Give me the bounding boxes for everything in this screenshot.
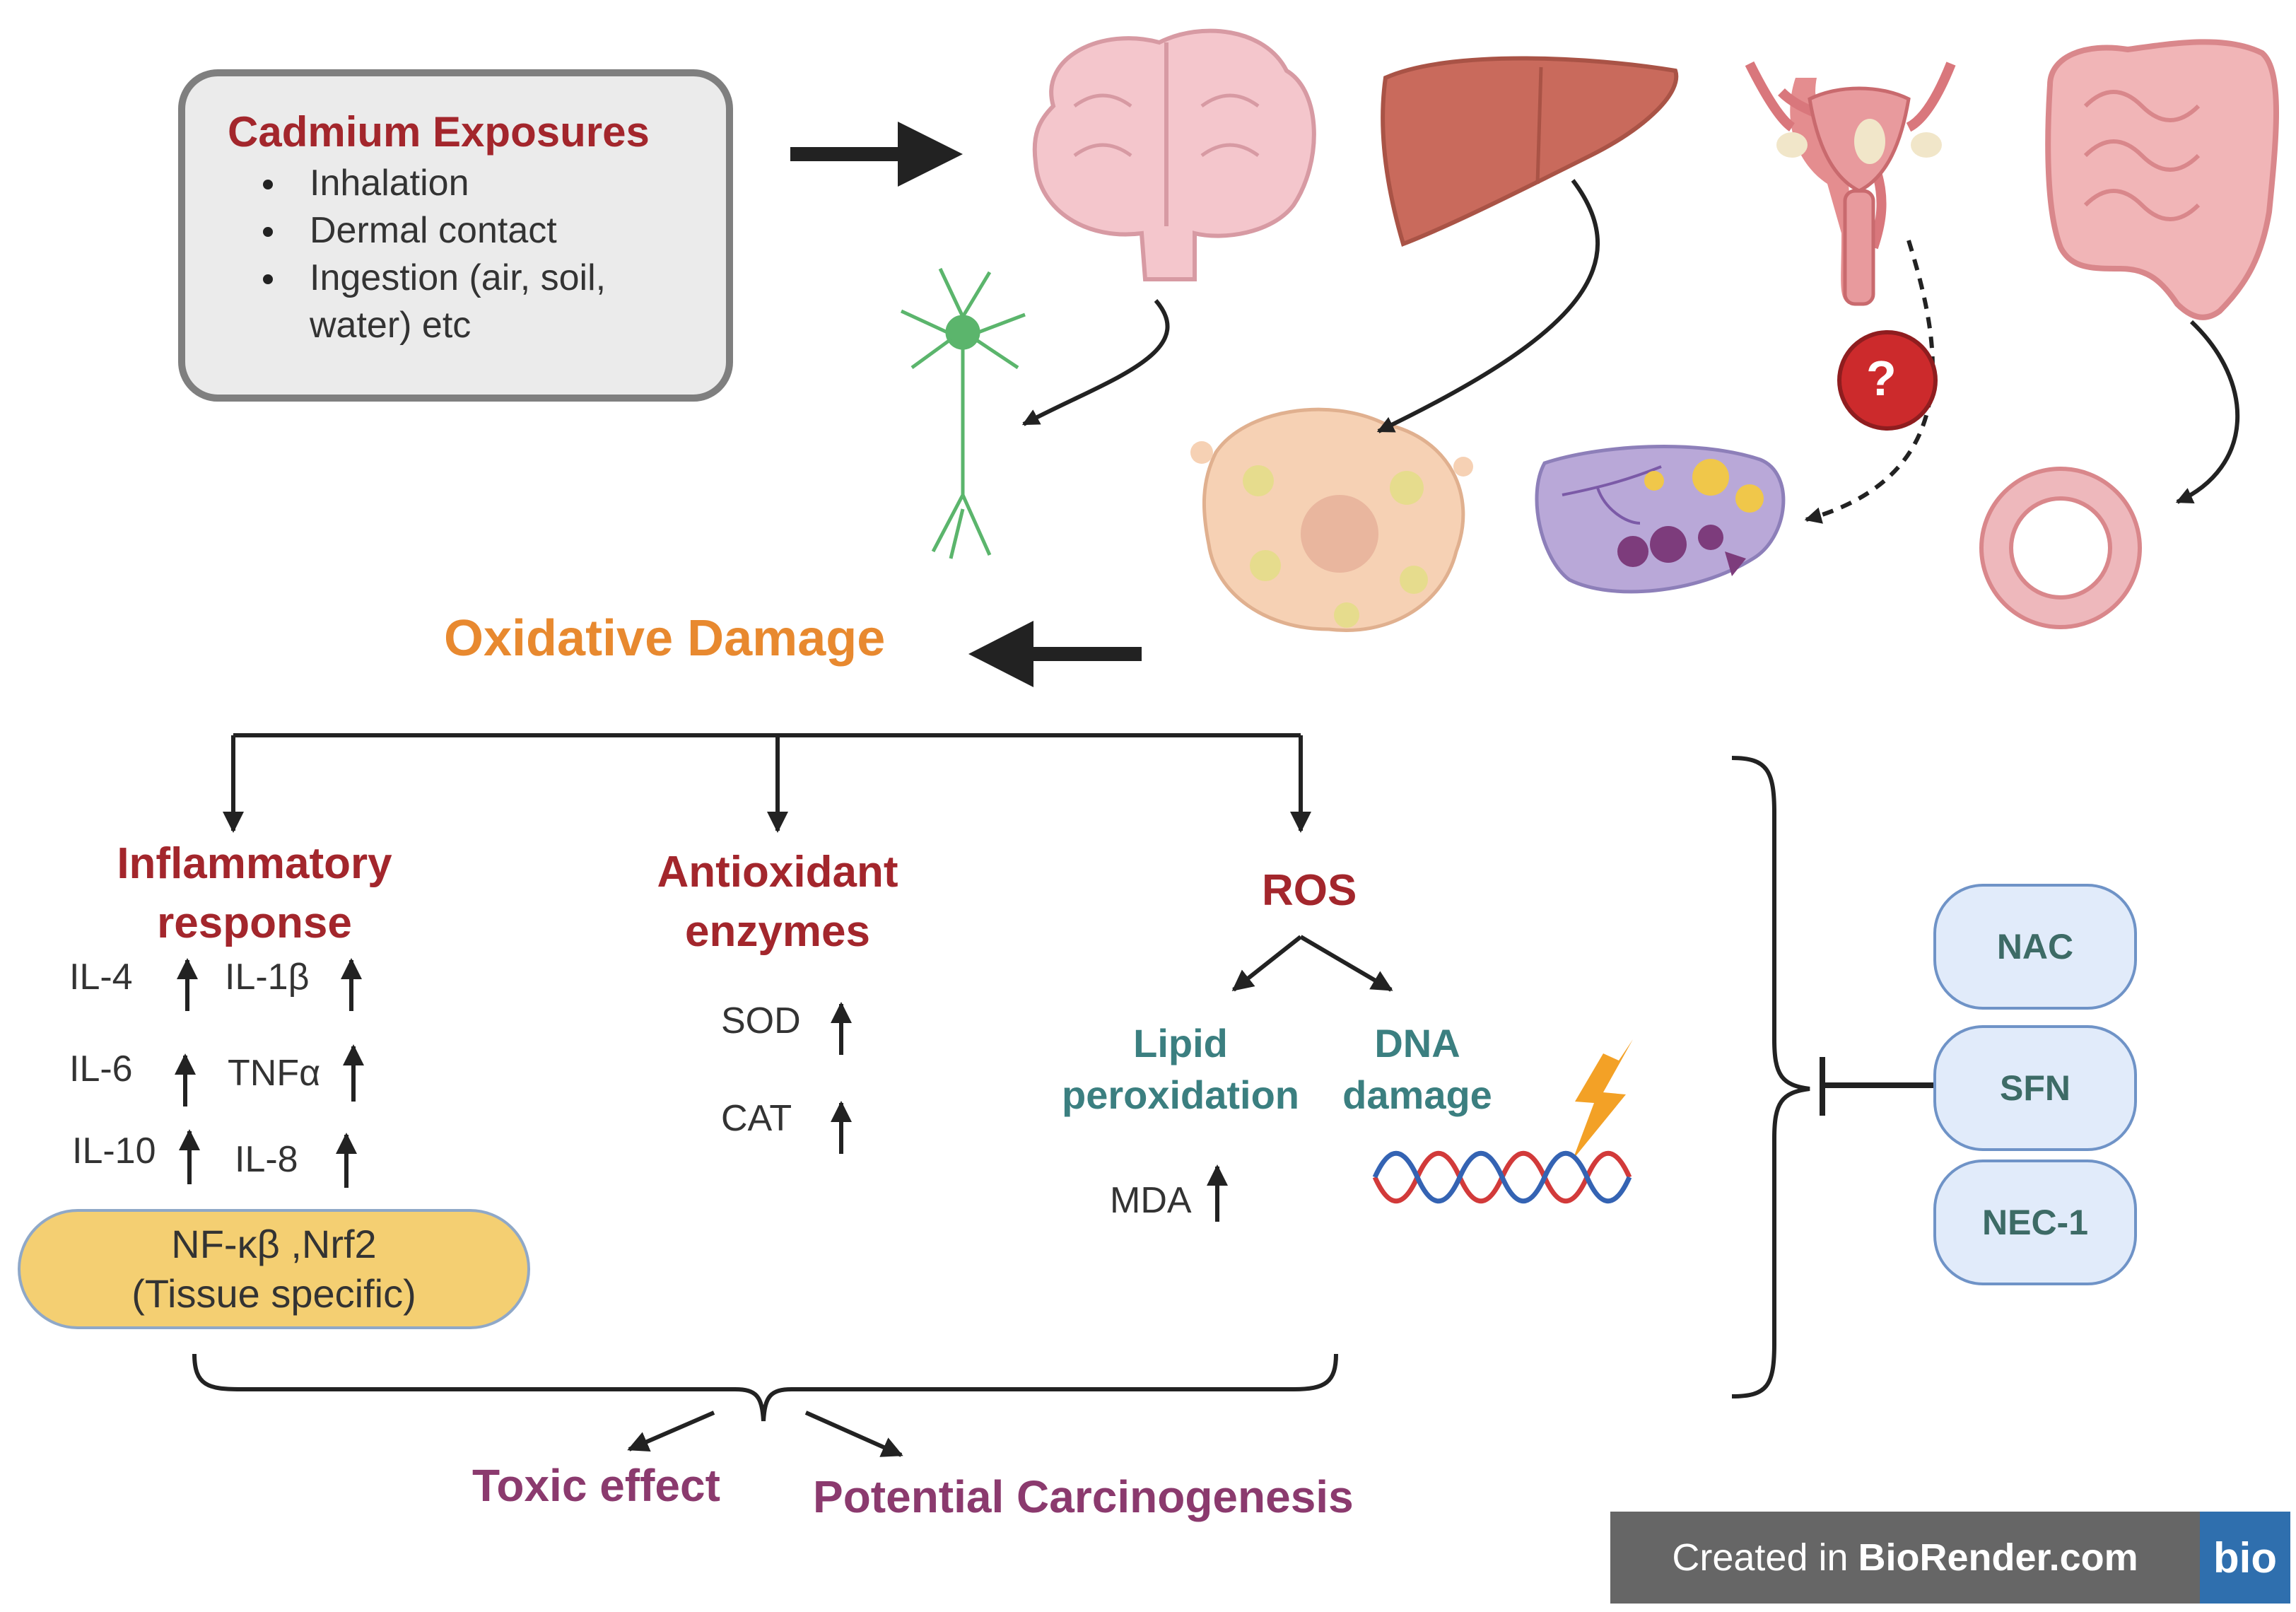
brace-to-carcinogenesis-arrow: [804, 1410, 903, 1457]
badge-prefix: Created in: [1672, 1536, 1849, 1579]
marker-mda: MDA: [1110, 1180, 1192, 1221]
marker-il1b: IL-1β: [225, 957, 310, 998]
oxidative-branch-lines: [223, 733, 1311, 833]
intestine-to-ring-arrow: [2175, 320, 2240, 504]
inhibition-line: [1820, 1057, 1935, 1116]
ros-title: ROS: [1262, 866, 1357, 915]
marker-il10: IL-10: [72, 1131, 156, 1172]
intestine-icon: [2045, 39, 2279, 320]
marker-sod: SOD: [721, 1000, 801, 1041]
marker-tnfa: TNFα: [228, 1053, 321, 1094]
nfkb-line2: (Tissue specific): [131, 1271, 416, 1316]
lipid-peroxidation-label: Lipid peroxidation: [1061, 1021, 1300, 1117]
exposure-to-organs-arrow: [790, 122, 963, 187]
biorender-badge[interactable]: Created in BioRender.com bio: [1610, 1512, 2290, 1604]
inhibitor-nac: NAC: [1933, 884, 2137, 1010]
antioxidant-title: Antioxidant enzymes: [657, 848, 898, 956]
badge-brand: BioRender.com: [1858, 1536, 2138, 1579]
route-dermal: Dermal contact: [249, 207, 705, 255]
badge-text: Created in BioRender.com: [1610, 1512, 2200, 1604]
exposure-title: Cadmium Exposures: [228, 108, 650, 156]
damaged-liver-cell-icon: [1190, 407, 1473, 632]
inflammatory-title: Inflammatory response: [117, 839, 392, 947]
brain-icon: [1032, 28, 1316, 281]
neuron-icon: [900, 267, 1026, 559]
liver-to-cell-arrow: [1376, 179, 1600, 433]
increase-arrows: [175, 958, 1228, 1222]
ros-to-lipid-arrow: [1231, 935, 1302, 992]
marker-il6: IL-6: [69, 1049, 133, 1090]
brace-to-toxic-arrow: [627, 1410, 715, 1452]
ovary-icon: [1535, 445, 1786, 594]
inhibitor-nec1: NEC-1: [1933, 1160, 2137, 1285]
marker-cat: CAT: [721, 1098, 792, 1139]
lightning-bolt-icon: [1573, 1039, 1633, 1160]
nfkb-pathway-box: NF-κβ ,Nrf2 (Tissue specific): [18, 1209, 530, 1329]
ros-to-dna-arrow: [1299, 935, 1393, 992]
inhibitor-brace: [1731, 756, 1810, 1398]
marker-il4: IL-4: [69, 957, 133, 998]
inhibitor-sfn: SFN: [1933, 1025, 2137, 1151]
brain-to-neuron-arrow: [1021, 299, 1170, 426]
exposure-routes: Inhalation Dermal contact Ingestion (air…: [249, 160, 705, 349]
carcinogenesis-label: Potential Carcinogenesis: [813, 1471, 1354, 1522]
oxidative-damage-label: Oxidative Damage: [444, 610, 886, 667]
intestinal-ring-icon: [1979, 467, 2142, 629]
outcomes-brace: [192, 1353, 1338, 1422]
dna-damage-label: DNA damage: [1342, 1021, 1492, 1117]
nfkb-line1: NF-κβ ,Nrf2: [171, 1222, 377, 1266]
question-mark-label: ?: [1866, 351, 1897, 406]
marker-il8: IL-8: [235, 1139, 298, 1180]
question-marker: [1837, 330, 1938, 431]
dna-helix-icon: [1372, 1151, 1632, 1203]
route-inhalation: Inhalation: [249, 160, 705, 207]
uterus-icon: [1745, 61, 1956, 306]
toxic-effect-label: Toxic effect: [472, 1460, 720, 1511]
liver-icon: [1381, 56, 1679, 247]
exposure-box: Cadmium Exposures Inhalation Dermal cont…: [178, 69, 733, 402]
biorender-logo-icon: bio: [2200, 1512, 2290, 1604]
route-ingestion: Ingestion (air, soil, water) etc: [249, 255, 705, 349]
organs-to-oxidative-arrow: [968, 621, 1142, 687]
